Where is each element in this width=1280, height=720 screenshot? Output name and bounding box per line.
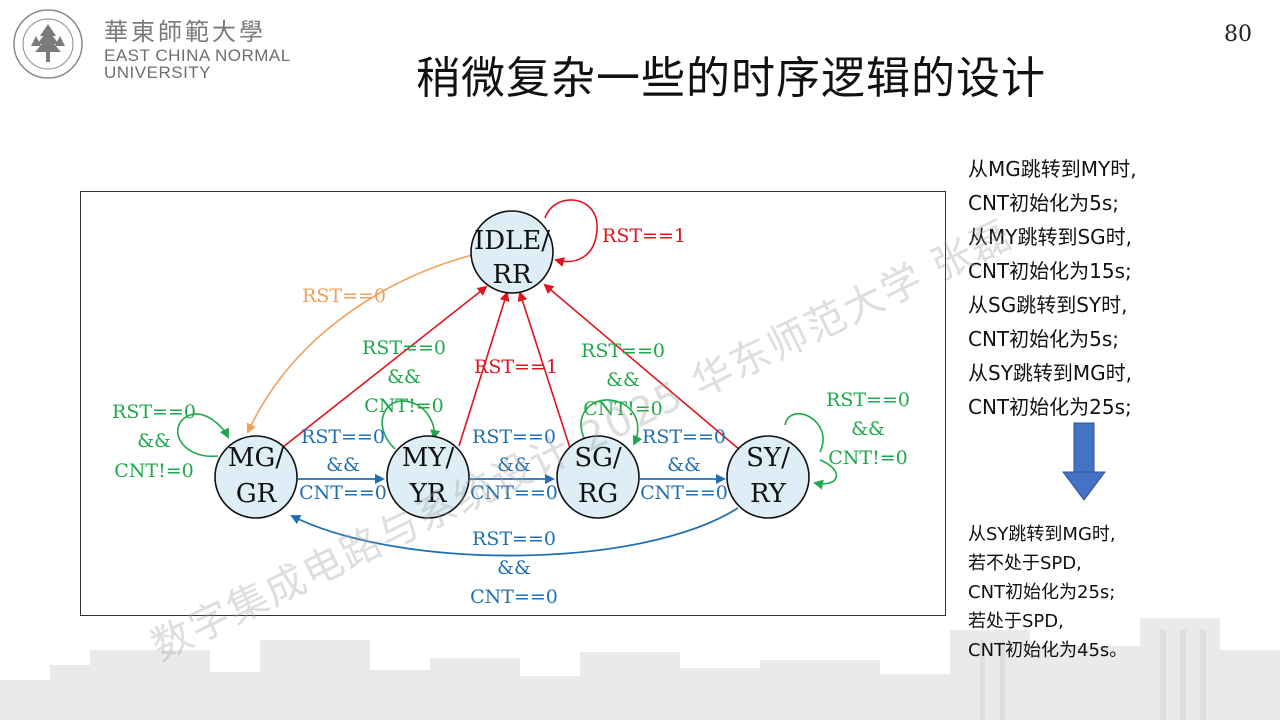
note-line: 从SG跳转到SY时,: [968, 293, 1128, 317]
cond-sy-self-1: RST==0: [826, 389, 910, 411]
cond-sy-self-2: &&: [851, 418, 885, 440]
state-diagram-frame: [80, 191, 946, 616]
note-line: 若处于SPD,: [968, 611, 1064, 632]
state-idle-label-1: IDLE/: [474, 226, 550, 256]
notes-top: 从MG跳转到MY时, CNT初始化为5s; 从MY跳转到SG时, CNT初始化为…: [968, 152, 1137, 424]
cond-my-self-3: CNT!=0: [364, 395, 443, 417]
edge-my-to-idle: [458, 291, 510, 447]
edge-sg-to-idle: [517, 291, 571, 449]
cond-mg-self-1: RST==0: [112, 401, 196, 423]
page-number: 80: [1224, 22, 1252, 47]
state-sy: SY/ RY: [726, 435, 810, 519]
edge-sy-to-mg: [290, 507, 739, 557]
edge-mg-self-loop: [176, 413, 229, 457]
cond-sg-self-2: &&: [606, 369, 640, 391]
note-line: 从SY跳转到MG时,: [968, 524, 1116, 545]
cond-sy-self-3: CNT!=0: [828, 447, 907, 469]
edge-idle-self-loop: [544, 199, 598, 267]
note-line: CNT初始化为45s。: [968, 640, 1128, 661]
note-line: 从SY跳转到MG时,: [968, 361, 1133, 385]
cond-sg-to-sy-3: CNT==0: [640, 482, 728, 504]
cond-my-to-sg-2: &&: [497, 454, 531, 476]
logo-english-line2: UNIVERSITY: [104, 63, 212, 82]
cond-sy-to-mg-2: &&: [497, 557, 531, 579]
down-arrow-icon: [1062, 422, 1106, 501]
cond-idle-to-mg: RST==0: [302, 285, 386, 307]
cond-mg-to-my-3: CNT==0: [299, 482, 387, 504]
cond-my-self-1: RST==0: [362, 337, 446, 359]
cond-sg-self-3: CNT!=0: [583, 398, 662, 420]
cond-mg-self-2: &&: [137, 430, 171, 452]
state-my-label-2: YR: [409, 479, 448, 509]
campus-skyline-background: [0, 618, 1280, 720]
cond-sy-to-mg-1: RST==0: [472, 528, 556, 550]
cond-sg-to-sy-1: RST==0: [642, 426, 726, 448]
edge-my-self-loop: [381, 400, 441, 450]
state-sg-label-2: RG: [578, 479, 618, 509]
cond-my-to-sg-1: RST==0: [472, 426, 556, 448]
note-line: CNT初始化为25s;: [968, 582, 1116, 603]
note-line: CNT初始化为25s;: [968, 395, 1132, 419]
note-line: CNT初始化为5s;: [968, 327, 1120, 351]
cond-idle-self: RST==1: [602, 225, 686, 247]
cond-mg-to-my-2: &&: [326, 454, 360, 476]
cond-mg-to-my-1: RST==0: [301, 426, 385, 448]
state-sy-label-2: RY: [750, 479, 787, 509]
state-mg-label-1: MG/: [228, 443, 284, 473]
state-mg-label-2: GR: [236, 479, 278, 509]
state-sg-label-1: SG/: [574, 443, 622, 473]
slide-title: 稍微复杂一些的时序逻辑的设计: [416, 53, 1046, 104]
university-logo: 華東師範大學 EAST CHINA NORMAL UNIVERSITY: [8, 6, 308, 82]
state-idle-label-2: RR: [492, 260, 533, 290]
edge-idle-to-mg: [246, 254, 473, 434]
logo-english-line1: EAST CHINA NORMAL: [104, 46, 291, 65]
state-sg: SG/ RG: [556, 435, 640, 519]
cond-sy-to-mg-3: CNT==0: [470, 586, 558, 608]
note-line: CNT初始化为5s;: [968, 191, 1120, 215]
cond-my-self-2: &&: [387, 366, 421, 388]
notes-bottom: 从SY跳转到MG时, 若不处于SPD, CNT初始化为25s; 若处于SPD, …: [968, 520, 1127, 665]
cond-my-to-sg-3: CNT==0: [470, 482, 558, 504]
note-line: CNT初始化为15s;: [968, 259, 1132, 283]
university-seal-icon: [13, 9, 83, 79]
note-line: 若不处于SPD,: [968, 553, 1082, 574]
state-mg: MG/ GR: [214, 435, 298, 519]
logo-chinese-name: 華東師範大學: [104, 18, 266, 46]
cond-my-to-idle: RST==1: [474, 356, 558, 378]
state-my: MY/ YR: [386, 435, 470, 519]
edge-sy-to-idle: [543, 283, 741, 451]
edge-mg-to-idle: [282, 285, 488, 448]
edge-sg-self-loop: [580, 399, 643, 446]
state-idle: IDLE/ RR: [470, 210, 554, 294]
cond-sg-self-1: RST==0: [581, 340, 665, 362]
edge-sy-self-loop: [784, 413, 838, 484]
note-line: 从MY跳转到SG时,: [968, 225, 1133, 249]
state-my-label-1: MY/: [402, 443, 455, 473]
note-line: 从MG跳转到MY时,: [968, 157, 1137, 181]
cond-mg-self-3: CNT!=0: [114, 460, 193, 482]
cond-sg-to-sy-2: &&: [667, 454, 701, 476]
state-sy-label-1: SY/: [746, 443, 790, 473]
